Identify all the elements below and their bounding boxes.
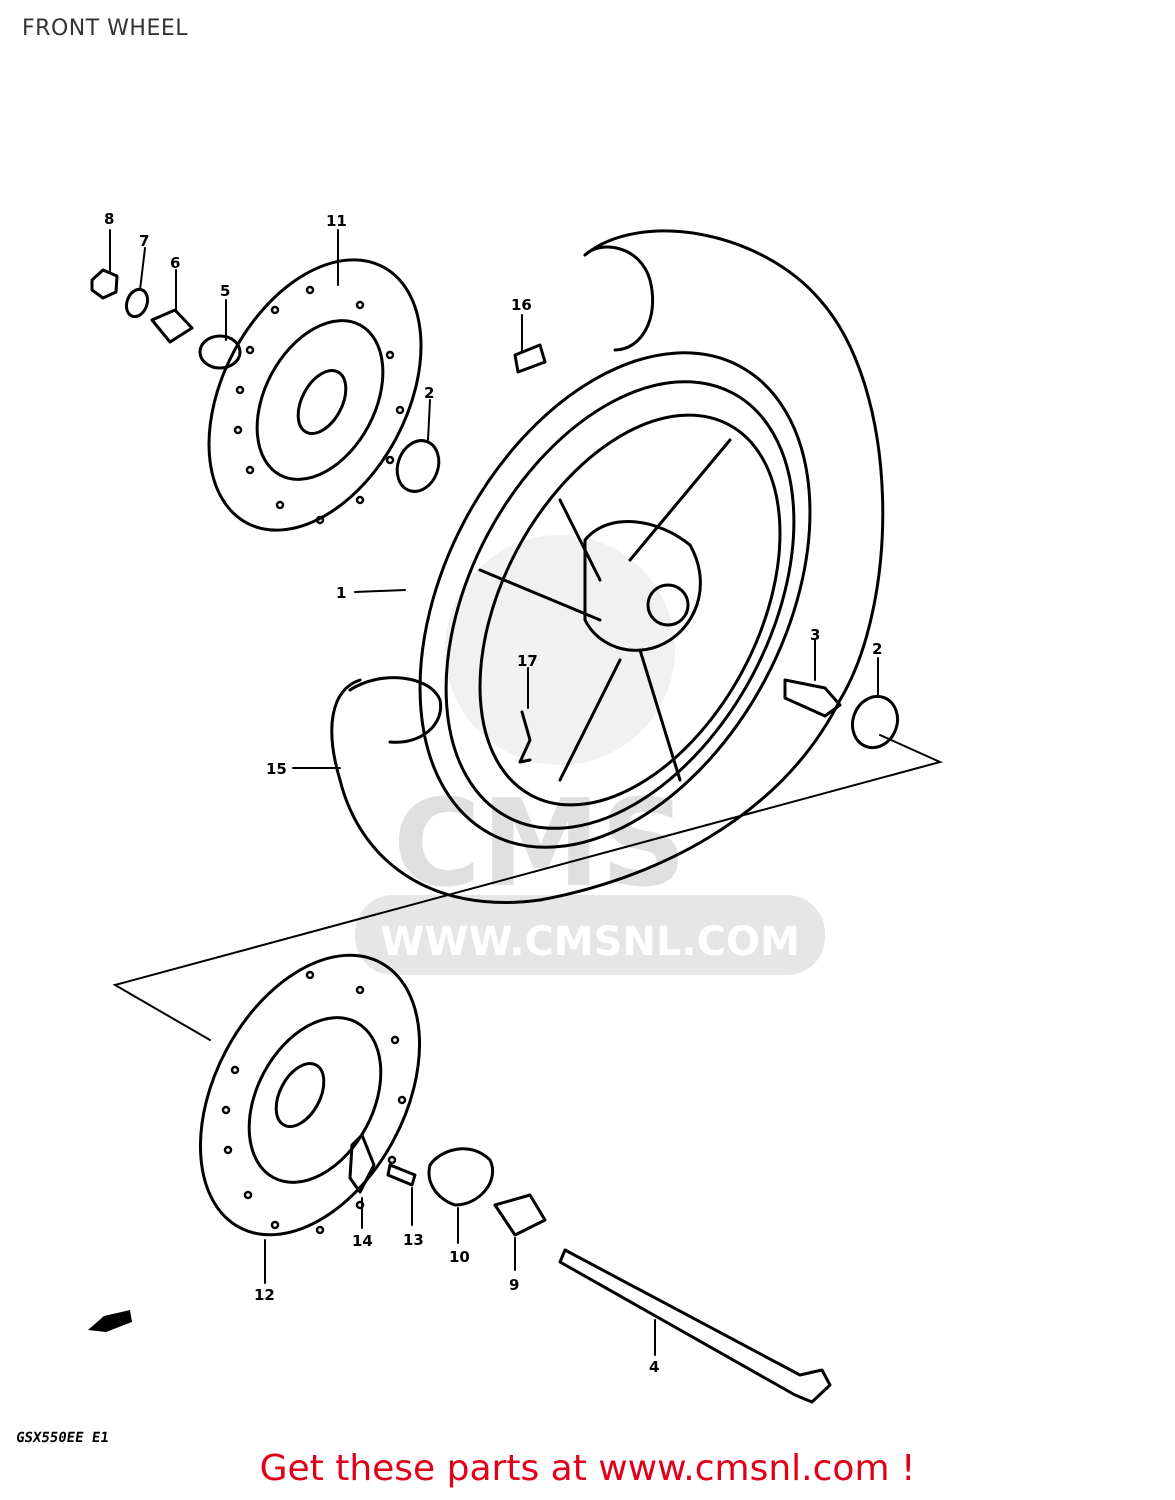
wheel-assembly	[330, 229, 885, 904]
front-arrow-icon	[88, 1310, 132, 1332]
callout-13: 13	[403, 1231, 424, 1249]
callout-3: 3	[810, 626, 820, 644]
callout-12: 12	[254, 1286, 275, 1304]
callout-9: 9	[509, 1276, 519, 1294]
callout-labels: 1 2 2 3 4 5 6 7 8 9 10 11 12 13 14 15 16…	[104, 210, 882, 1376]
brake-disc-upper	[207, 258, 423, 532]
cms-watermark: CMS WWW.CMSNL.COM	[355, 535, 825, 975]
promo-link[interactable]: Get these parts at www.cmsnl.com !	[259, 1448, 916, 1489]
callout-17: 17	[517, 652, 538, 670]
watermark-url: WWW.CMSNL.COM	[380, 919, 800, 965]
callout-15: 15	[266, 760, 287, 778]
callout-8: 8	[104, 210, 114, 228]
leader-lines	[109, 229, 879, 1356]
upper-hardware	[90, 268, 441, 493]
callout-14: 14	[352, 1232, 373, 1250]
callout-11: 11	[326, 212, 347, 230]
brake-disc-lower	[198, 953, 422, 1237]
callout-2-upper: 2	[424, 384, 434, 402]
callout-6: 6	[170, 254, 180, 272]
callout-2-right: 2	[872, 640, 882, 658]
page-title: FRONT WHEEL	[22, 16, 188, 41]
model-code: GSX550EE E1	[14, 1430, 110, 1446]
callout-16: 16	[511, 296, 532, 314]
right-hardware	[112, 678, 943, 1041]
watermark-logo-text: CMS	[393, 775, 687, 914]
valve-and-weight	[513, 343, 547, 764]
lower-hardware	[348, 1133, 832, 1404]
callout-5: 5	[220, 282, 230, 300]
callout-10: 10	[449, 1248, 470, 1266]
callout-7: 7	[139, 232, 149, 250]
callout-4: 4	[649, 1358, 659, 1376]
callout-1: 1	[336, 584, 346, 602]
